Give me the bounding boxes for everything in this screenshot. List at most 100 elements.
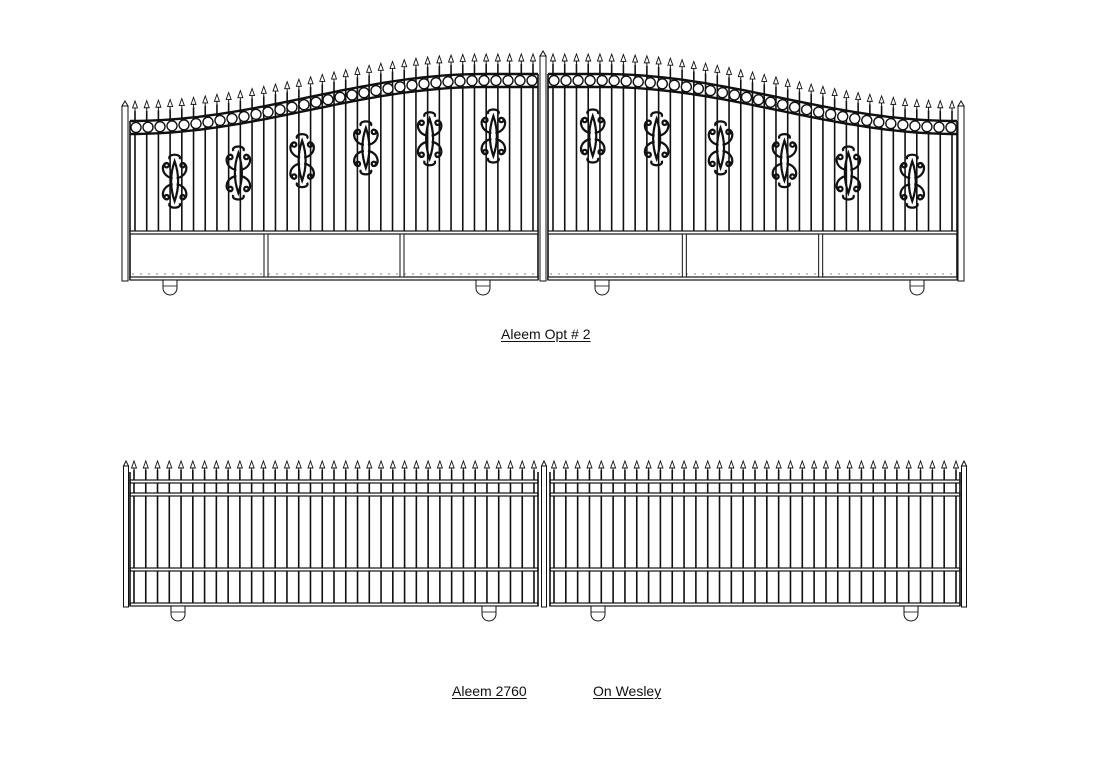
gate-post [540,459,548,608]
picket-finial [472,459,479,471]
picket-finial [655,55,662,67]
band-ring [334,91,346,104]
picket-finial [716,459,723,471]
band-ring [358,87,370,99]
picket-finial [819,85,827,97]
picket-finial [692,459,700,471]
band-ring [788,101,801,113]
picket-finial [870,459,877,471]
gate-post [121,100,129,282]
picket-finial [366,459,373,471]
picket-finial [810,459,818,471]
picket-finial [142,459,149,471]
picket-finial [952,459,960,471]
picket-finial [598,459,605,471]
band-ring [740,91,753,104]
picket-finial [213,93,221,105]
band-ring [885,117,897,130]
picket-finial [260,459,267,471]
band-ring [406,79,418,91]
picket-finial [728,459,735,471]
picket-finial [236,459,244,471]
band-ring [596,74,608,87]
caster-wheel [590,605,606,622]
picket-finial [178,97,185,109]
picket-finial [608,52,615,65]
picket-finial [702,61,709,74]
picket-finial [530,459,538,471]
picket-finial [131,99,139,111]
top-rail [549,492,961,497]
band-ring [861,114,873,127]
picket-finial [586,459,593,471]
picket-finial [690,60,697,72]
picket-finial [901,97,909,109]
picket-finial [796,80,803,92]
picket-finial [237,89,244,101]
picket-finial [787,459,794,471]
picket-finial [680,459,688,471]
picket-finial [941,459,948,471]
picket-finial [401,58,408,70]
band-ring [837,110,849,123]
band-ring [548,74,560,87]
ring-band-top-rail [130,72,538,123]
caster-wheel [162,279,178,296]
picket-finial [667,56,674,69]
picket-finial [948,99,956,111]
picket-finial [518,52,525,64]
scroll-ornament [480,108,507,164]
band-ring [873,116,885,128]
band-ring [572,74,584,87]
picket-finial [342,459,349,471]
scroll-ornament [707,120,734,176]
picket-finial [307,459,314,471]
band-ring [214,114,226,127]
band-ring [478,74,490,87]
band-ring [298,99,310,111]
band-ring [945,121,957,134]
bottom-gate-caption-left: Aleem 2760 [452,683,527,699]
band-ring [560,74,572,87]
picket-finial [424,55,431,67]
bottom-rail [129,602,539,607]
band-ring [716,87,729,99]
picket-finial [307,75,314,87]
gate-post [960,459,968,608]
band-ring [502,74,514,87]
picket-finial [412,56,420,69]
band-ring [656,78,668,90]
picket-finial [893,459,901,471]
picket-finial [389,459,396,471]
top-rail [549,479,961,484]
picket-finial [248,459,255,471]
band-ring [668,79,681,91]
band-ring [166,120,178,132]
band-ring [226,112,238,125]
band-ring [442,76,454,88]
top-rail [129,479,539,484]
band-ring [250,108,262,121]
caster-wheel [903,605,919,622]
mid-rail [549,567,961,572]
picket-finial [772,75,780,87]
left-arched-leaf [129,52,539,296]
picket-finial [573,52,580,64]
picket-finial [737,68,744,80]
band-ring [238,110,250,123]
caster-wheel [170,605,186,622]
flat-double-gate-drawing [122,459,968,622]
picket-finial [529,52,537,64]
picket-finial [846,459,853,471]
caster-wheel [481,605,497,622]
band-ring [608,74,620,87]
picket-finial [585,52,592,64]
picket-finial [621,459,629,471]
picket-finial [881,459,889,471]
kick-panel-divider [818,233,824,278]
scroll-ornament [225,145,252,201]
band-ring [286,101,298,113]
picket-finial [460,459,467,471]
picket-finial [878,94,885,106]
band-ring [142,121,154,133]
